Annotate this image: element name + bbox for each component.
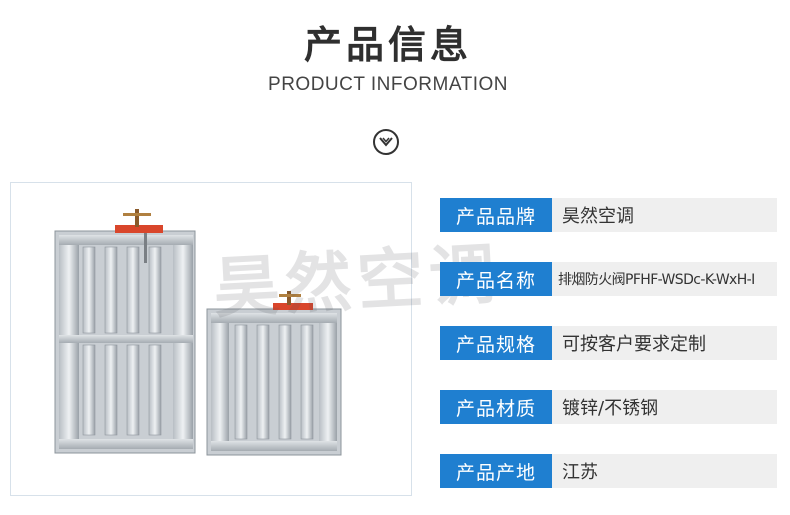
spec-row-specification: 产品规格 可按客户要求定制 — [440, 326, 777, 360]
spec-value: 排烟防火阀PFHF-WSDc-K-WxH-I — [558, 272, 755, 288]
small-damper — [206, 291, 342, 456]
spec-label: 产品品牌 — [440, 198, 552, 232]
large-damper — [54, 209, 196, 454]
page-subtitle: PRODUCT INFORMATION — [268, 74, 508, 95]
page-title: 产品信息 — [303, 23, 472, 67]
spec-value: 镀锌/不锈钢 — [562, 398, 659, 419]
fire-damper-illustration — [54, 209, 342, 456]
spec-label: 产品产地 — [440, 454, 552, 488]
product-image — [10, 182, 412, 496]
spec-label: 产品材质 — [440, 390, 552, 424]
spec-row-name: 产品名称 排烟防火阀PFHF-WSDc-K-WxH-I — [440, 262, 777, 296]
spec-row-origin: 产品产地 江苏 — [440, 454, 777, 488]
spec-value: 昊然空调 — [562, 206, 634, 227]
chevron-down-glyph — [379, 137, 393, 147]
spec-label: 产品名称 — [440, 262, 552, 296]
spec-row-brand: 产品品牌 昊然空调 — [440, 198, 777, 232]
spec-value: 可按客户要求定制 — [562, 334, 706, 355]
spec-row-material: 产品材质 镀锌/不锈钢 — [440, 390, 777, 424]
spec-label: 产品规格 — [440, 326, 552, 360]
spec-value: 江苏 — [562, 462, 598, 483]
chevron-down-icon[interactable] — [373, 129, 399, 155]
